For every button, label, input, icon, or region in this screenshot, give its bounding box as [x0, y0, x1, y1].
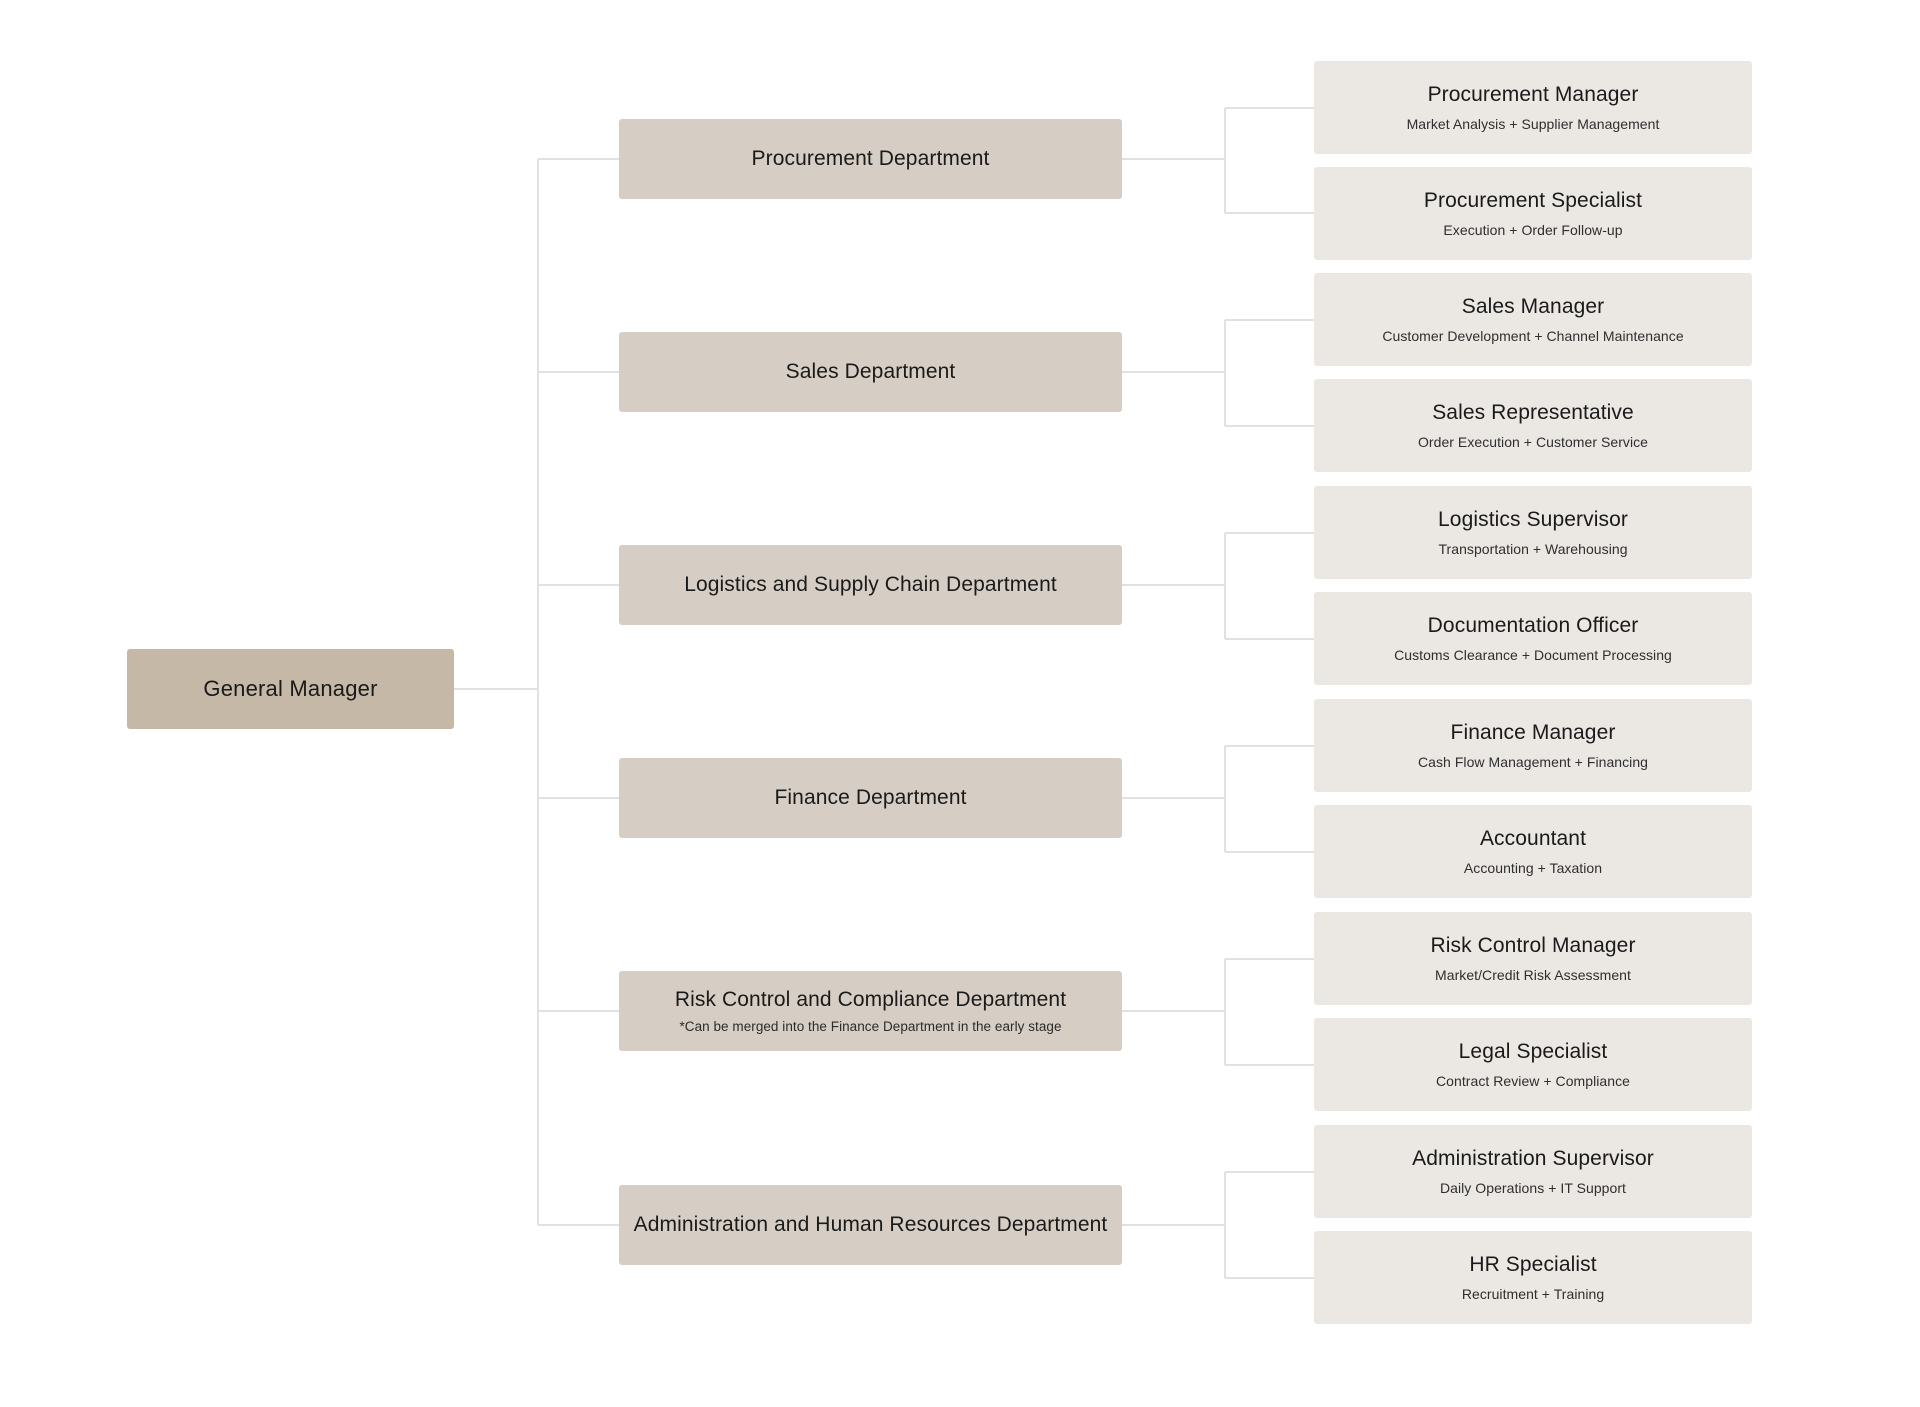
role-title: Sales Manager — [1461, 295, 1605, 318]
node-role-finance-manager[interactable]: Finance Manager Cash Flow Management + F… — [1314, 699, 1752, 792]
general-manager-label: General Manager — [203, 676, 378, 701]
role-title: Logistics Supervisor — [1438, 508, 1628, 531]
role-duties: Customer Development + Channel Maintenan… — [1382, 328, 1684, 345]
node-department-finance[interactable]: Finance Department — [619, 758, 1122, 838]
node-department-risk-control[interactable]: Risk Control and Compliance Department *… — [619, 971, 1122, 1051]
department-label: Sales Department — [785, 359, 956, 383]
node-role-sales-representative[interactable]: Sales Representative Order Execution + C… — [1314, 379, 1752, 472]
role-duties: Recruitment + Training — [1461, 1286, 1605, 1303]
department-label: Procurement Department — [751, 146, 990, 170]
node-department-logistics[interactable]: Logistics and Supply Chain Department — [619, 545, 1122, 625]
role-title: Finance Manager — [1450, 721, 1616, 744]
role-title: Legal Specialist — [1458, 1040, 1608, 1063]
node-role-accountant[interactable]: Accountant Accounting + Taxation — [1314, 805, 1752, 898]
role-duties: Market Analysis + Supplier Management — [1406, 116, 1660, 133]
node-department-sales[interactable]: Sales Department — [619, 332, 1122, 412]
node-role-hr-specialist[interactable]: HR Specialist Recruitment + Training — [1314, 1231, 1752, 1324]
node-general-manager[interactable]: General Manager — [127, 649, 454, 729]
node-role-procurement-specialist[interactable]: Procurement Specialist Execution + Order… — [1314, 167, 1752, 260]
role-title: Procurement Specialist — [1423, 189, 1643, 212]
role-title: Accountant — [1479, 827, 1587, 850]
node-role-legal-specialist[interactable]: Legal Specialist Contract Review + Compl… — [1314, 1018, 1752, 1111]
role-title: Sales Representative — [1432, 401, 1634, 424]
node-role-documentation-officer[interactable]: Documentation Officer Customs Clearance … — [1314, 592, 1752, 685]
role-duties: Contract Review + Compliance — [1436, 1073, 1630, 1090]
node-role-procurement-manager[interactable]: Procurement Manager Market Analysis + Su… — [1314, 61, 1752, 154]
department-note: *Can be merged into the Finance Departme… — [679, 1018, 1062, 1034]
department-label: Administration and Human Resources Depar… — [633, 1212, 1108, 1236]
role-duties: Execution + Order Follow-up — [1443, 222, 1623, 239]
role-duties: Accounting + Taxation — [1463, 860, 1603, 877]
role-duties: Transportation + Warehousing — [1438, 541, 1628, 558]
role-title: Risk Control Manager — [1430, 934, 1636, 957]
role-duties: Order Execution + Customer Service — [1417, 434, 1649, 451]
node-role-administration-supervisor[interactable]: Administration Supervisor Daily Operatio… — [1314, 1125, 1752, 1218]
role-duties: Daily Operations + IT Support — [1439, 1180, 1626, 1197]
department-label: Risk Control and Compliance Department — [674, 988, 1067, 1012]
role-title: HR Specialist — [1469, 1253, 1597, 1276]
node-department-procurement[interactable]: Procurement Department — [619, 119, 1122, 199]
department-label: Finance Department — [774, 785, 967, 809]
node-role-sales-manager[interactable]: Sales Manager Customer Development + Cha… — [1314, 273, 1752, 366]
role-duties: Market/Credit Risk Assessment — [1435, 967, 1631, 984]
role-title: Documentation Officer — [1427, 614, 1639, 637]
role-title: Administration Supervisor — [1412, 1147, 1654, 1170]
node-department-admin-hr[interactable]: Administration and Human Resources Depar… — [619, 1185, 1122, 1265]
department-label: Logistics and Supply Chain Department — [684, 572, 1057, 596]
node-role-risk-control-manager[interactable]: Risk Control Manager Market/Credit Risk … — [1314, 912, 1752, 1005]
node-role-logistics-supervisor[interactable]: Logistics Supervisor Transportation + Wa… — [1314, 486, 1752, 579]
role-duties: Customs Clearance + Document Processing — [1394, 647, 1672, 664]
role-title: Procurement Manager — [1427, 83, 1639, 106]
role-duties: Cash Flow Management + Financing — [1418, 754, 1648, 771]
